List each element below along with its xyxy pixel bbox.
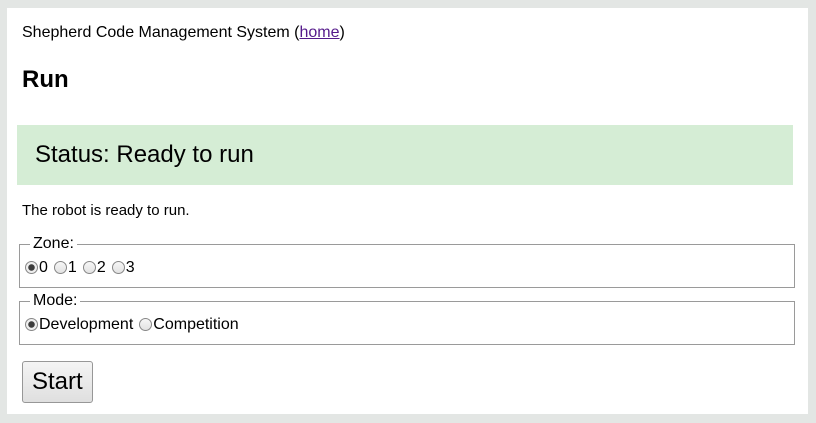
home-link[interactable]: home	[299, 24, 340, 41]
app-title-suffix: )	[339, 24, 345, 41]
status-text: Status: Ready to run	[35, 141, 254, 168]
page: Shepherd Code Management System (home) R…	[7, 8, 808, 414]
page-title: Run	[22, 66, 69, 93]
zone-radio-3[interactable]	[111, 261, 125, 274]
zone-option-3-label: 3	[125, 259, 135, 276]
mode-radio-development[interactable]	[25, 318, 38, 331]
zone-option-1[interactable]: 1	[53, 259, 77, 276]
zone-radio-0[interactable]	[25, 261, 38, 274]
mode-option-development-label: Development	[39, 316, 134, 333]
app-title: Shepherd Code Management System (home)	[22, 22, 793, 43]
zone-radio-2[interactable]	[82, 261, 96, 274]
zone-radio-1[interactable]	[53, 261, 67, 274]
zone-option-2-label: 2	[96, 259, 106, 276]
mode-option-competition-label: Competition	[153, 316, 239, 333]
mode-options: Development Competition	[25, 314, 784, 336]
zone-option-2[interactable]: 2	[82, 259, 106, 276]
app-title-prefix: Shepherd Code Management System (	[22, 24, 300, 41]
mode-option-development[interactable]: Development	[25, 316, 133, 333]
zone-option-0-label: 0	[39, 259, 48, 276]
mode-fieldset: Mode: Development Competition	[19, 292, 795, 345]
zone-option-3[interactable]: 3	[111, 259, 135, 276]
mode-radio-competition[interactable]	[139, 318, 153, 331]
zone-legend: Zone:	[33, 235, 74, 252]
status-banner: Status: Ready to run	[17, 125, 793, 185]
zone-option-0[interactable]: 0	[25, 259, 48, 276]
mode-option-competition[interactable]: Competition	[139, 316, 239, 333]
description-text: The robot is ready to run.	[22, 202, 190, 219]
zone-fieldset: Zone: 0 1 2 3	[19, 235, 795, 288]
mode-legend: Mode:	[33, 292, 78, 309]
zone-option-1-label: 1	[67, 259, 77, 276]
start-button[interactable]: Start	[22, 361, 93, 403]
zone-options: 0 1 2 3	[25, 257, 784, 279]
